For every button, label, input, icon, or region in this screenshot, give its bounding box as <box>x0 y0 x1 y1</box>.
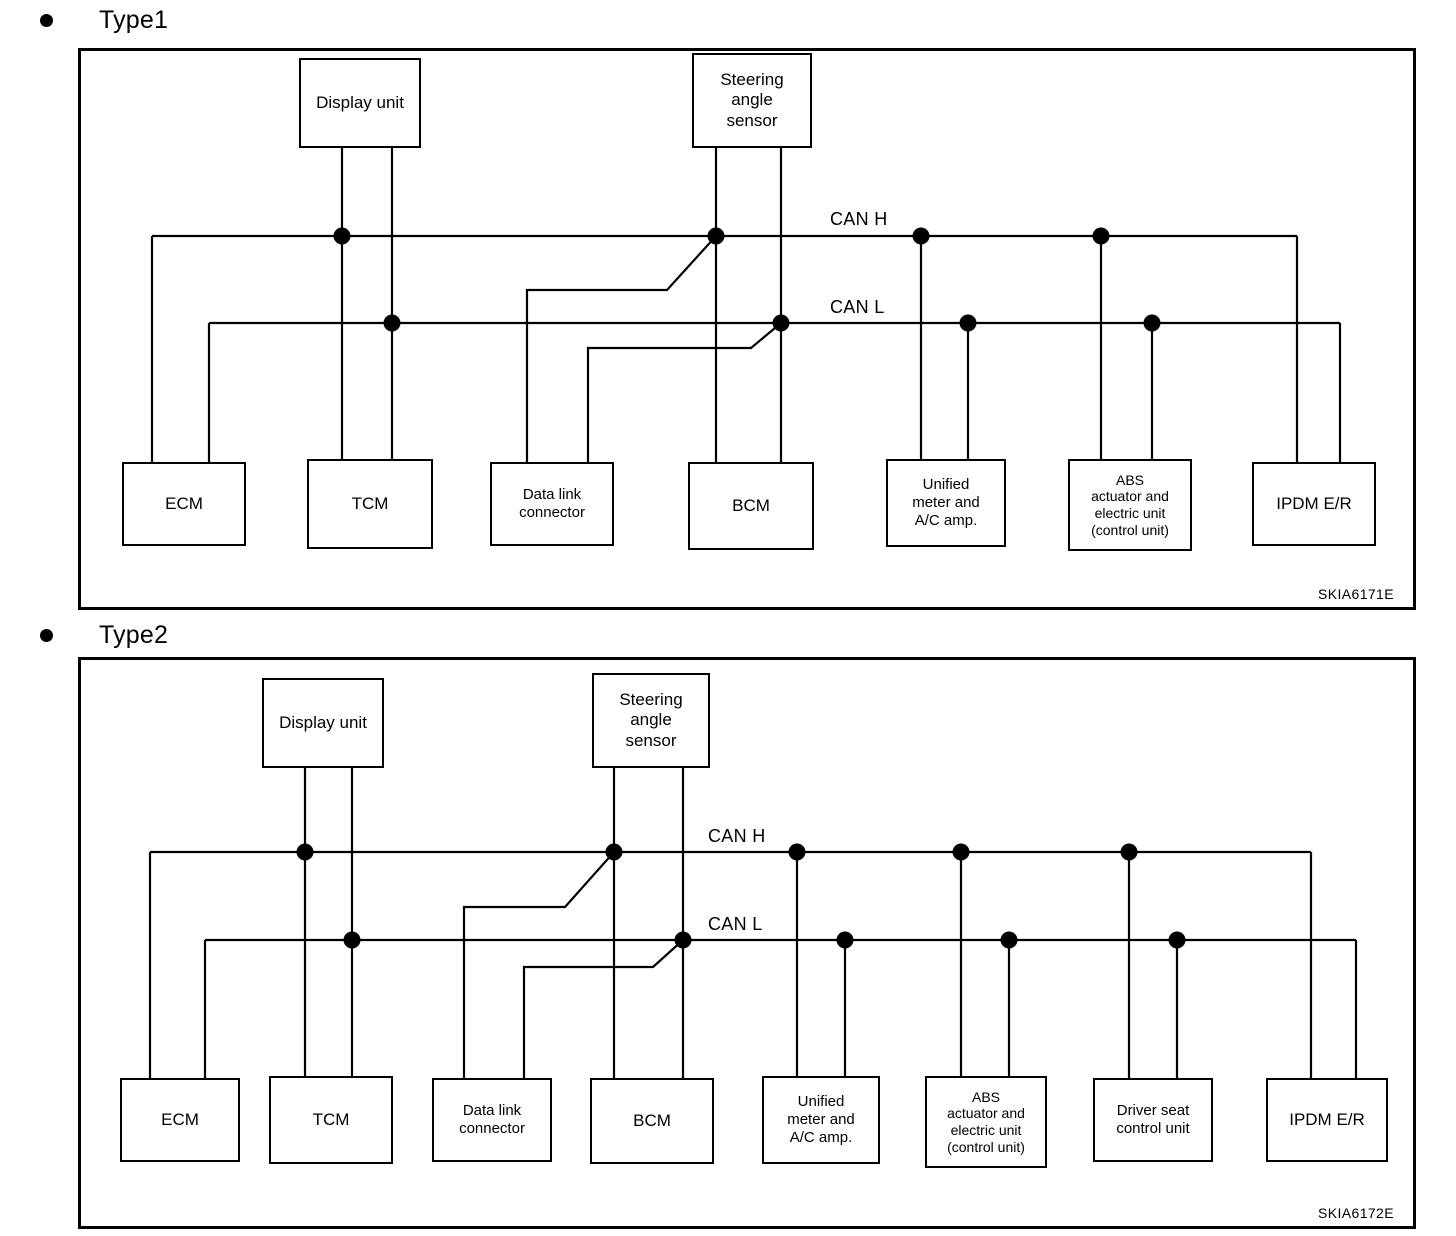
junction-dots <box>296 843 1186 949</box>
unit-display-unit[interactable]: Display unit <box>299 58 421 148</box>
junction-dots <box>333 227 1161 332</box>
unit-tcm[interactable]: TCM <box>307 459 433 549</box>
unit-ipdm-er[interactable]: IPDM E/R <box>1252 462 1376 546</box>
type1-can-h-label: CAN H <box>830 209 888 229</box>
bullet-icon <box>40 13 53 27</box>
unit-abs-actuator-electric-unit[interactable]: ABS actuator and electric unit (control … <box>1068 459 1192 551</box>
unit-unified-meter-ac-amp[interactable]: Unified meter and A/C amp. <box>762 1076 880 1164</box>
type2-ref-code: SKIA6172E <box>1318 1205 1394 1221</box>
unit-bcm[interactable]: BCM <box>590 1078 714 1164</box>
unit-steering-angle-sensor[interactable]: Steering angle sensor <box>692 53 812 148</box>
type2-header: Type2 <box>0 615 1456 655</box>
diagram-type1: Type1 <box>0 0 1456 615</box>
unit-ecm[interactable]: ECM <box>120 1078 240 1162</box>
type2-title: Type2 <box>99 620 169 649</box>
unit-display-unit[interactable]: Display unit <box>262 678 384 768</box>
unit-steering-angle-sensor[interactable]: Steering angle sensor <box>592 673 710 768</box>
diagram-type2: Type2 <box>0 615 1456 1236</box>
unit-bcm[interactable]: BCM <box>688 462 814 550</box>
unit-driver-seat-control-unit[interactable]: Driver seat control unit <box>1093 1078 1213 1162</box>
unit-data-link-connector[interactable]: Data link connector <box>432 1078 552 1162</box>
type1-header: Type1 <box>0 0 1456 40</box>
type2-wiring <box>148 738 1358 1078</box>
type1-wiring <box>150 148 1342 462</box>
unit-tcm[interactable]: TCM <box>269 1076 393 1164</box>
type1-can-l-label: CAN L <box>830 297 885 317</box>
type1-ref-code: SKIA6171E <box>1318 586 1394 602</box>
unit-unified-meter-ac-amp[interactable]: Unified meter and A/C amp. <box>886 459 1006 547</box>
unit-abs-actuator-electric-unit[interactable]: ABS actuator and electric unit (control … <box>925 1076 1047 1168</box>
bullet-icon <box>40 628 53 642</box>
type2-can-h-label: CAN H <box>708 826 766 846</box>
unit-ipdm-er[interactable]: IPDM E/R <box>1266 1078 1388 1162</box>
type2-can-l-label: CAN L <box>708 914 763 934</box>
unit-ecm[interactable]: ECM <box>122 462 246 546</box>
unit-data-link-connector[interactable]: Data link connector <box>490 462 614 546</box>
type1-title: Type1 <box>99 5 169 34</box>
